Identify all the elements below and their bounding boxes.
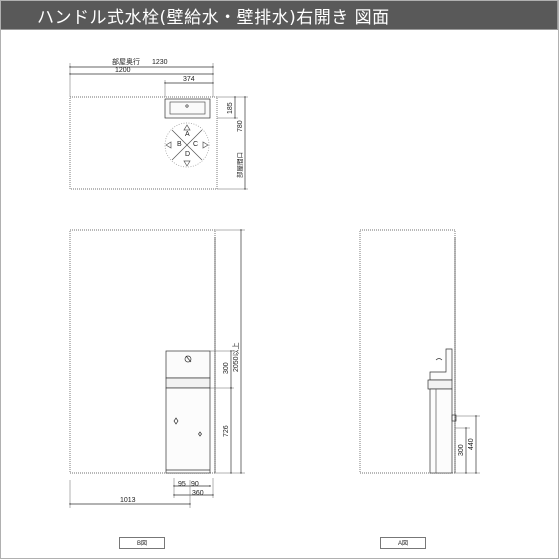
plan-width-1200: 1200 xyxy=(115,67,131,74)
plan-door-swing-circle xyxy=(164,122,210,168)
view-tag-a: A図 xyxy=(380,537,426,549)
plan-dim-780: 780 xyxy=(237,120,244,132)
front-dim-360: 360 xyxy=(192,490,204,497)
front-dim-726: 726 xyxy=(223,425,230,437)
side-cabinet xyxy=(429,388,453,474)
plan-letter-c: C xyxy=(193,141,198,148)
side-dim-300: 300 xyxy=(458,444,465,456)
side-dim-440: 440 xyxy=(468,438,475,450)
plan-opening-label: 部屋間口 xyxy=(235,152,244,178)
plan-letter-a: A xyxy=(185,131,190,138)
front-sink-unit xyxy=(165,350,211,379)
plan-view xyxy=(69,63,248,190)
front-counter xyxy=(165,377,211,389)
plan-depth-value: 1230 xyxy=(152,59,168,66)
page-title: ハンドル式水栓(壁給水・壁排水)右開き 図面 xyxy=(0,0,558,30)
plan-width-374: 374 xyxy=(183,76,195,83)
plan-letter-d: D xyxy=(185,151,190,158)
front-cabinet xyxy=(165,387,211,474)
side-basin xyxy=(429,348,453,381)
front-dim-1013: 1013 xyxy=(120,497,136,504)
front-dim-95: 95 xyxy=(178,481,186,488)
front-height-label: 2050以上 xyxy=(231,342,240,372)
front-elevation xyxy=(69,229,245,508)
front-dim-300: 300 xyxy=(223,362,230,374)
plan-sink xyxy=(164,98,211,119)
side-elevation xyxy=(359,229,480,474)
plan-depth-label: 部屋奥行 xyxy=(112,57,140,66)
plan-letter-b: B xyxy=(177,141,182,148)
plan-room-outline xyxy=(69,96,218,190)
plan-dim-185: 185 xyxy=(227,102,234,114)
view-tag-b: B図 xyxy=(119,537,165,549)
front-dim-90: 90 xyxy=(191,481,199,488)
